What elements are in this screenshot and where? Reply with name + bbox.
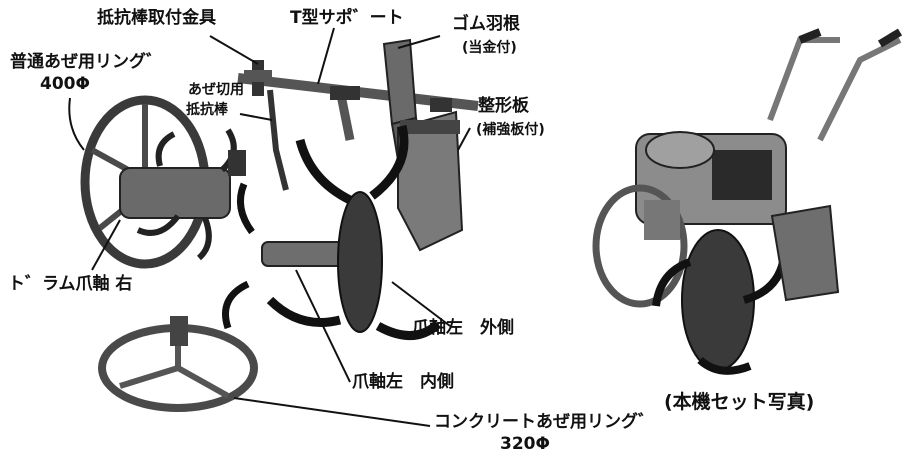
drum-claw-shaft-right [119, 128, 246, 261]
machine-photo [592, 28, 903, 375]
label-normal-ring-size: 400Φ [40, 74, 90, 94]
label-claw-left-inner: 爪軸左 内側 [352, 372, 454, 392]
leader-lines [68, 27, 471, 427]
label-t-support: T型サポ゛ート [290, 8, 404, 28]
concrete-ridge-ring [98, 316, 258, 412]
label-concrete-ring-size: 320Φ [500, 434, 550, 454]
label-shaping-plate: 整形板 [478, 96, 529, 116]
claw-shaft-left [222, 124, 442, 340]
label-normal-ring: 普通あぜ用リング゛ [10, 52, 163, 72]
label-ridge-cut-bar-line2: 抵抗棒 [186, 102, 228, 118]
label-machine-photo-caption: (本機セット写真) [664, 391, 815, 413]
resistance-bar-bracket [244, 60, 272, 96]
label-resistance-bar-bracket: 抵抗棒取付金具 [97, 8, 216, 28]
label-claw-left-outer: 爪軸左 外側 [412, 318, 514, 338]
shaping-plate [397, 110, 464, 252]
label-concrete-ring: コンクリートあぜ用リング゛ [434, 412, 655, 432]
t-support [237, 73, 479, 141]
ridge-cut-resistance-bar [267, 89, 289, 191]
label-rubber-wing-note: (当金付) [462, 40, 517, 56]
label-shaping-plate-note: (補強板付) [476, 122, 545, 138]
label-rubber-wing: ゴム羽根 [452, 14, 520, 34]
label-ridge-cut-bar-line1: あぜ切用 [188, 82, 244, 98]
label-drum-claw-right: ト゛ラム爪軸 右 [8, 274, 133, 294]
